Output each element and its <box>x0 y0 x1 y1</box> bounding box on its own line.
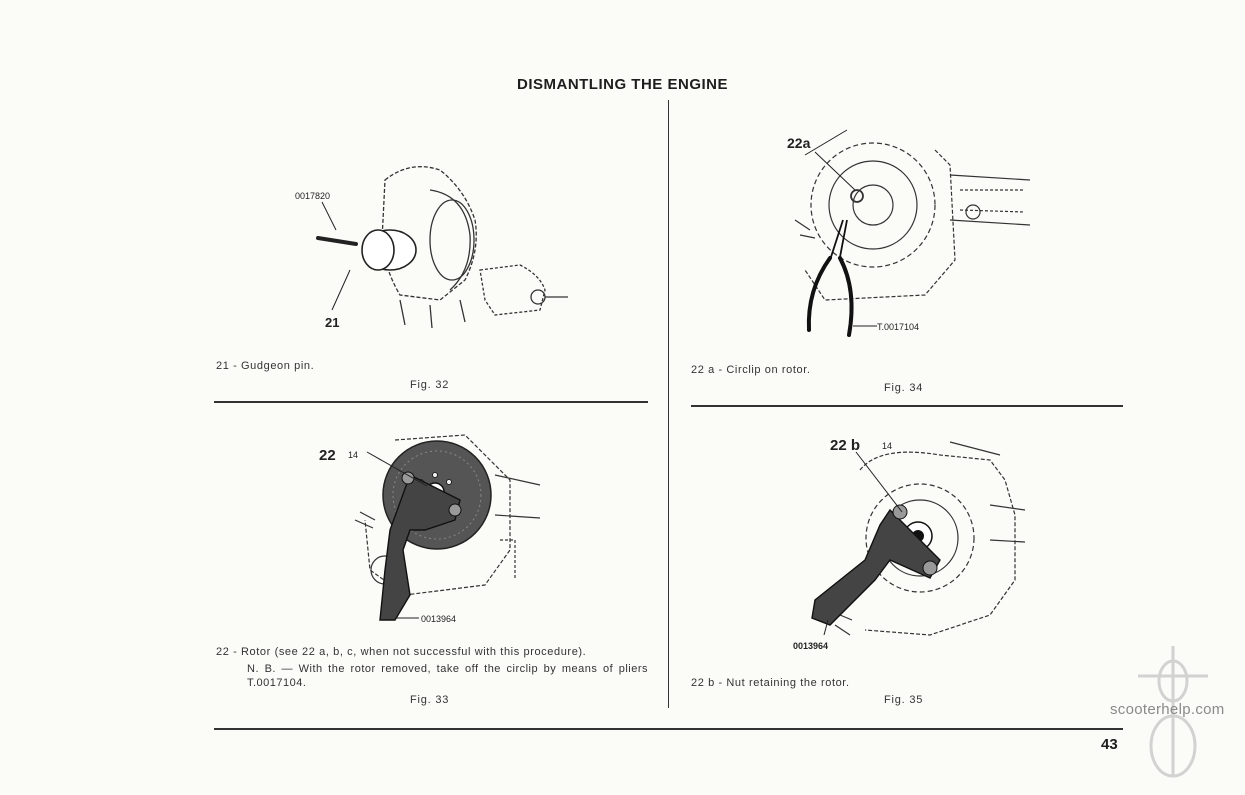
fig-33-caption: 22 - Rotor (see 22 a, b, c, when not suc… <box>216 646 587 658</box>
left-row-divider <box>214 401 648 403</box>
fig-34-callout-pliers: T.0017104 <box>877 322 919 332</box>
fig-34-label: Fig. 34 <box>884 382 924 394</box>
page-title: DISMANTLING THE ENGINE <box>516 76 728 93</box>
fig-34-caption: 22 a - Circlip on rotor. <box>691 364 811 376</box>
fig-33-callout-0013964: 0013964 <box>421 614 456 624</box>
fig-35-callout-0013964: 0013964 <box>793 641 828 651</box>
fig-35-label: Fig. 35 <box>884 694 924 706</box>
fig-34-illustration: 22a T.0017104 <box>787 129 1031 337</box>
page-number: 43 <box>1101 736 1118 753</box>
fig-32-callout-0017820: 0017820 <box>295 191 330 201</box>
right-row-divider <box>691 405 1123 407</box>
fig-33-illustration: 22 14 0013964 <box>319 434 541 624</box>
fig-33-label: Fig. 33 <box>410 694 450 706</box>
fig-35-illustration: 22 b 14 0013964 <box>793 437 1026 651</box>
fig-32-caption: 21 - Gudgeon pin. <box>216 360 315 372</box>
fig-34-callout-22a: 22a <box>787 135 811 151</box>
bottom-rule <box>214 728 1123 730</box>
watermark: scooterhelp.com <box>1110 701 1225 718</box>
fig-32-callout-21: 21 <box>325 315 339 330</box>
fig-35-callout-22b: 22 b <box>830 437 860 454</box>
fig-32-illustration: 0017820 21 <box>295 166 568 330</box>
fig-33-callout-22: 22 <box>319 447 336 464</box>
fig-33-note: N. B. — With the rotor removed, take off… <box>247 663 648 689</box>
fig-33-callout-14: 14 <box>348 450 358 460</box>
fig-35-caption: 22 b - Nut retaining the rotor. <box>691 677 850 689</box>
fig-32-label: Fig. 32 <box>410 379 450 391</box>
fig-35-callout-14: 14 <box>882 441 892 451</box>
scooter-logo-icon <box>1138 646 1208 778</box>
column-divider <box>668 100 669 708</box>
